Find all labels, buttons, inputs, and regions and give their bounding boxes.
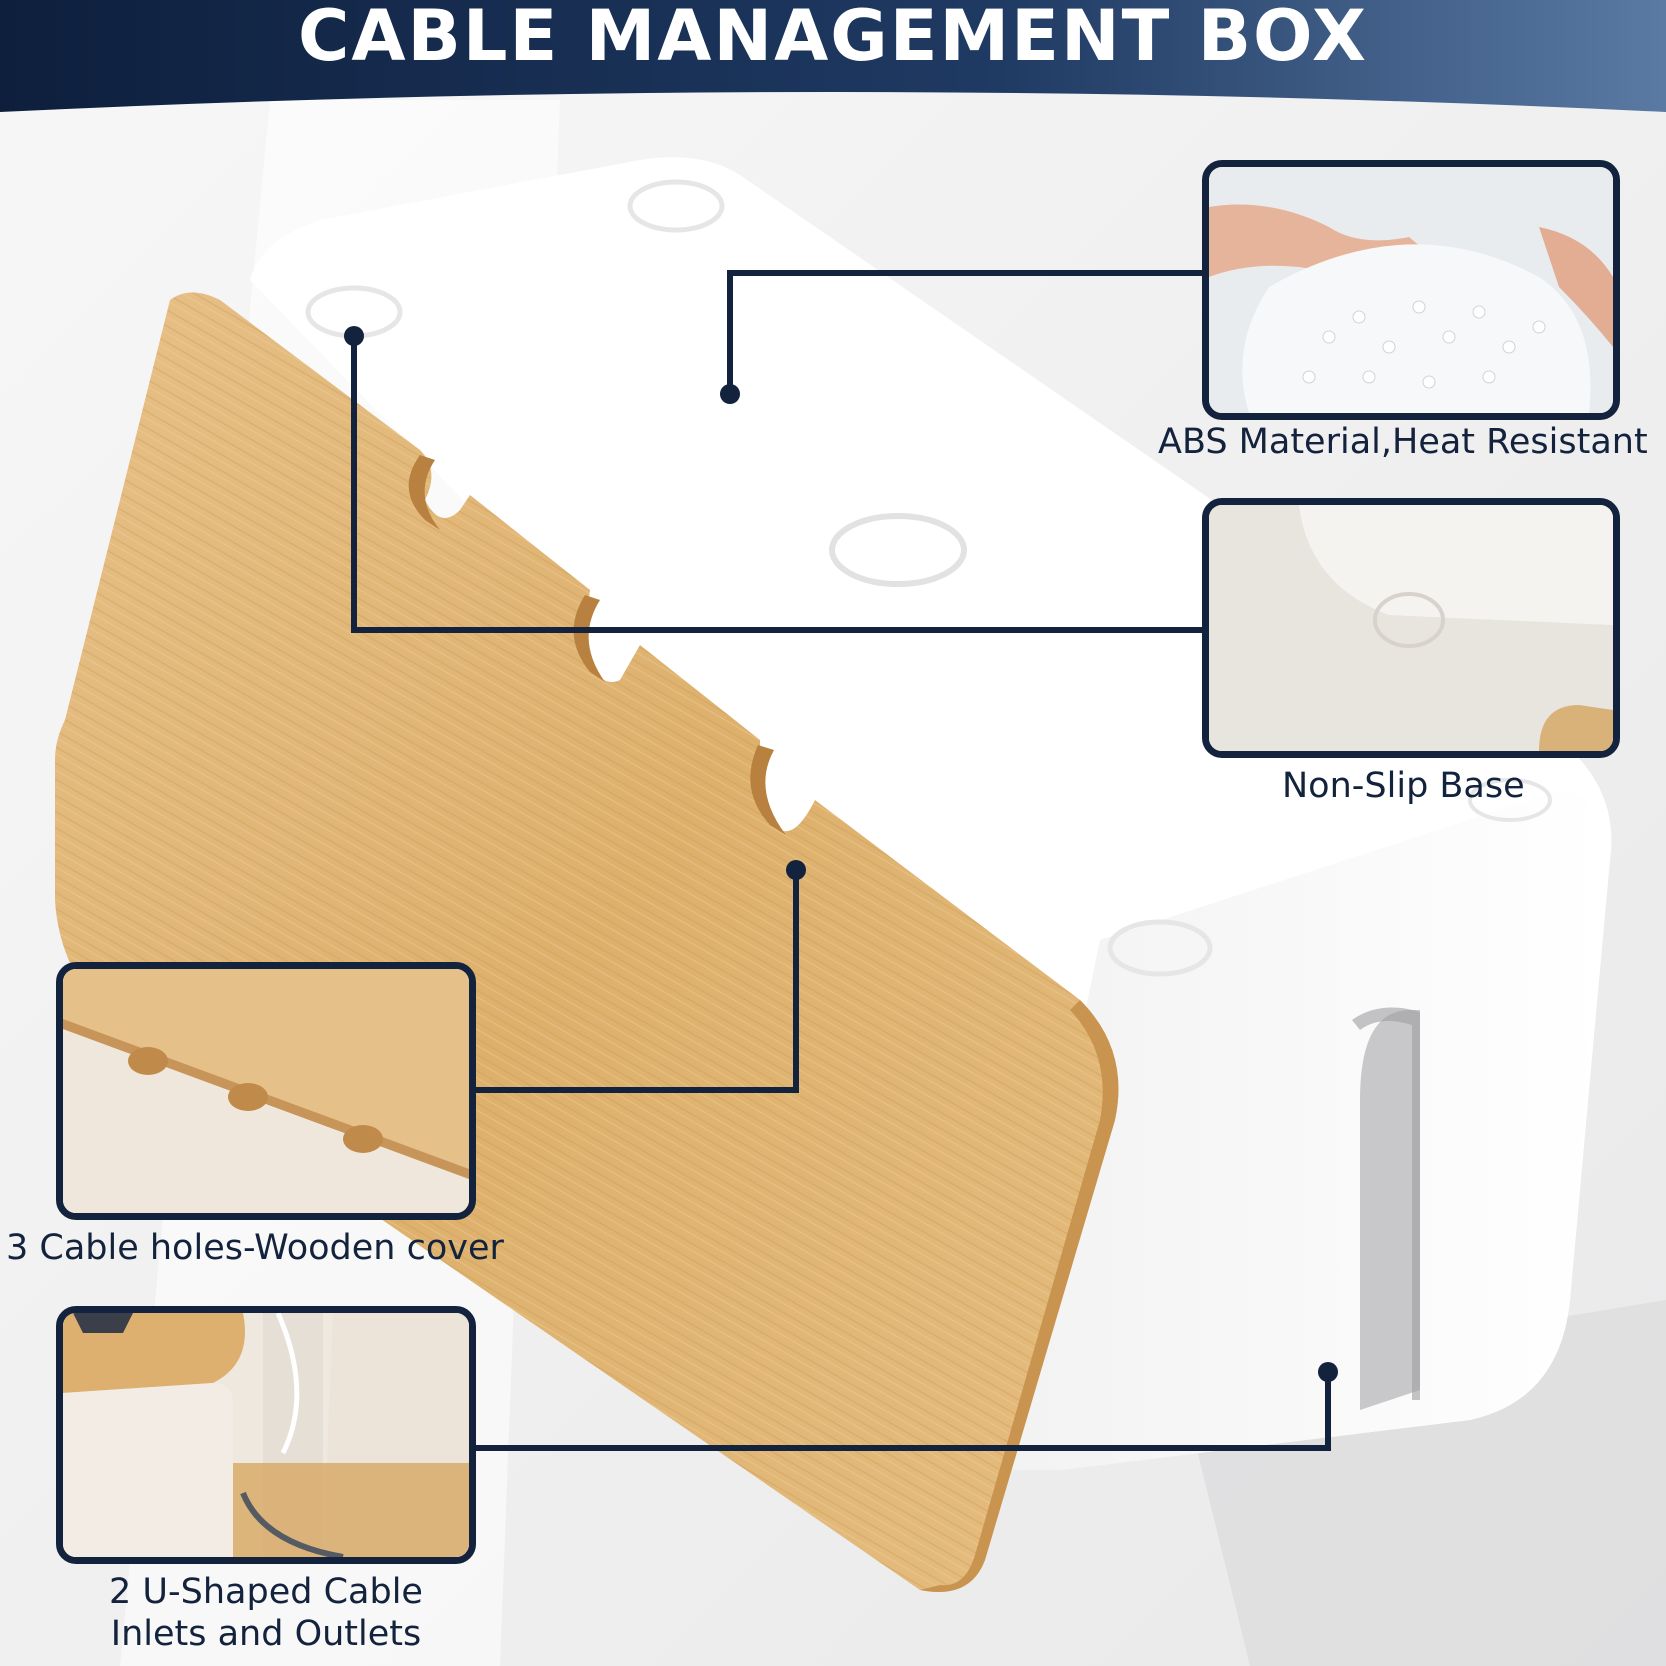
connector-cable-holes [470,870,799,1093]
caption-non-slip-base: Non-Slip Base [1282,766,1525,806]
white-box-body [250,157,1612,1471]
connector-dot [1318,1362,1338,1382]
u-shaped-inlet-photo [56,1306,476,1564]
connector-non-slip [351,336,1210,633]
caption-u-shaped-line1: 2 U-Shaped Cable [109,1572,423,1612]
header-background [0,0,1666,112]
bamboo-lid [55,292,1119,1592]
caption-abs-material: ABS Material,Heat Resistant [1158,422,1648,462]
connector-dot [344,326,364,346]
caption-cable-holes: 3 Cable holes-Wooden cover [6,1228,504,1268]
connector-dot [786,860,806,880]
caption-u-shaped-line2: Inlets and Outlets [110,1614,422,1654]
non-slip-base-photo [1202,498,1620,758]
header-banner: CABLE MANAGEMENT BOX [0,0,1666,112]
connector-dot [720,384,740,404]
connector-abs [727,270,1210,394]
cable-holes-photo [56,962,476,1220]
connector-u-shaped [470,1372,1331,1451]
abs-pellets-photo [1202,160,1620,420]
page-title: CABLE MANAGEMENT BOX [297,0,1369,77]
